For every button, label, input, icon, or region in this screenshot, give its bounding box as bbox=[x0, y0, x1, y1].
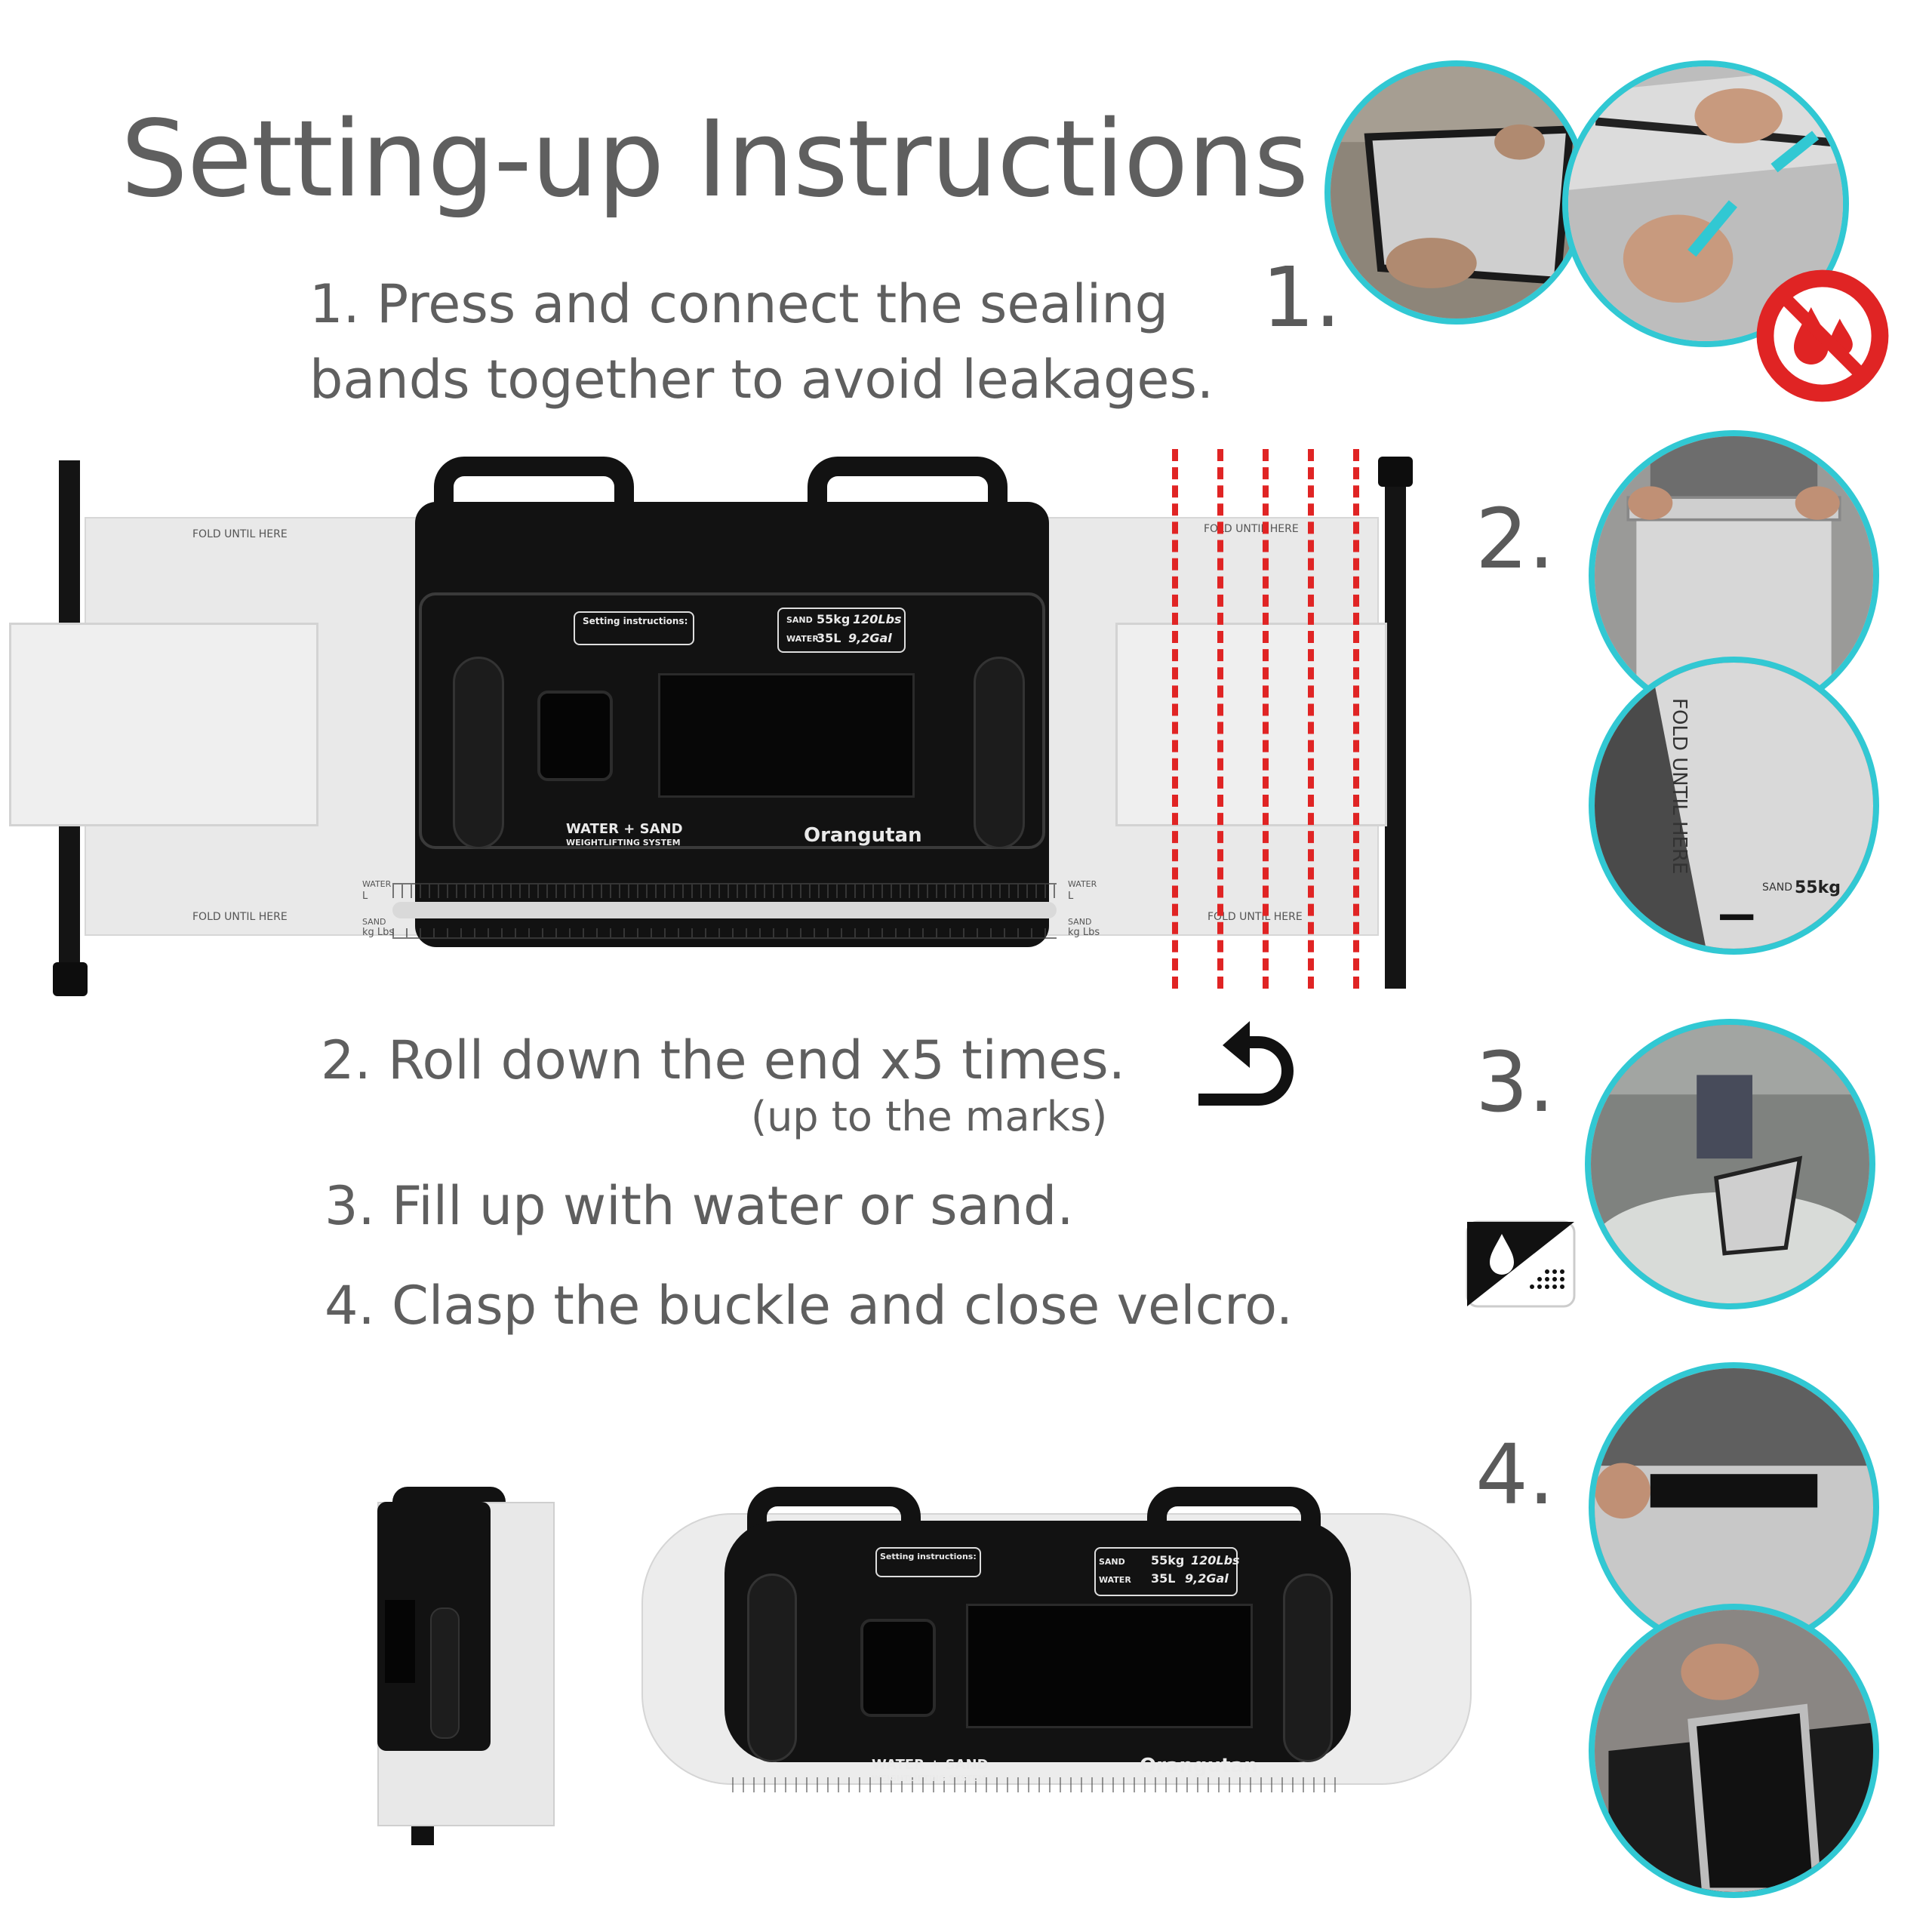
right-side-grip bbox=[974, 657, 1025, 849]
right-buckle bbox=[1378, 457, 1413, 487]
rolled-brand-logo: Orangutan bbox=[1140, 1755, 1258, 1777]
left-buckle bbox=[53, 962, 88, 996]
capacity-box bbox=[777, 608, 906, 653]
rolled-setting-instructions: Setting instructions: bbox=[880, 1552, 977, 1561]
setting-instructions-label: Setting instructions: bbox=[583, 616, 688, 626]
detail-sand-value: 55kg bbox=[1795, 878, 1841, 897]
scale-sand-unit-right: kg Lbs bbox=[1068, 927, 1100, 938]
right-velcro-flap bbox=[1115, 623, 1387, 826]
brand-logo: Orangutan bbox=[804, 824, 922, 847]
capacity-water-label: WATER bbox=[786, 634, 819, 644]
step4-text: 4. Clasp the buckle and close velcro. bbox=[325, 1275, 1294, 1337]
step1-text-line2: bands together to avoid leakages. bbox=[309, 349, 1214, 411]
step2-text: 2. Roll down the end x5 times. bbox=[321, 1029, 1125, 1091]
step1-text-line1: 1. Press and connect the sealing bbox=[309, 273, 1169, 335]
phone-holder bbox=[537, 691, 613, 781]
scale-water-unit-left: L bbox=[362, 891, 368, 902]
rolled-product-line1: WATER + SAND bbox=[872, 1757, 989, 1773]
capacity-sand-value: 55kg bbox=[817, 612, 851, 626]
rolled-water-value: 35L bbox=[1151, 1571, 1176, 1586]
scale-water-unit-right: L bbox=[1068, 891, 1074, 902]
rolled-sand-value: 55kg bbox=[1151, 1553, 1185, 1567]
rolled-product-line2: WEIGHTLIFTING SYSTEM bbox=[872, 1774, 986, 1783]
left-side-grip bbox=[453, 657, 504, 849]
fold-mark-line-2 bbox=[1217, 449, 1223, 989]
right-strap bbox=[1385, 460, 1406, 989]
fold-label-bottom-left: FOLD UNTIL HERE bbox=[192, 911, 288, 923]
product-line2: WEIGHTLIFTING SYSTEM bbox=[566, 838, 681, 848]
fold-label-bottom-right: FOLD UNTIL HERE bbox=[1208, 911, 1303, 923]
capacity-sand-label: SAND bbox=[786, 615, 813, 625]
bag-side-view bbox=[377, 1479, 577, 1849]
detail-fold-label: FOLD UNTIL HERE bbox=[1668, 698, 1690, 875]
fold-mark-line-1 bbox=[1172, 449, 1178, 989]
page-title: Setting-up Instructions bbox=[121, 98, 1309, 221]
capacity-sand-lbs: 120Lbs bbox=[853, 612, 902, 626]
scale-sand-unit-left: kg Lbs bbox=[362, 927, 395, 938]
step-number-1: 1. bbox=[1262, 249, 1341, 346]
rolled-sand-label: SAND bbox=[1099, 1557, 1125, 1567]
scale-water-label-left: WATER bbox=[362, 879, 392, 889]
fold-label-top-left: FOLD UNTIL HERE bbox=[192, 528, 288, 540]
capacity-water-gal: 9,2Gal bbox=[848, 631, 892, 645]
fold-mark-line-5 bbox=[1353, 449, 1359, 989]
scale-water-label-right: WATER bbox=[1068, 879, 1097, 889]
step1-photo-open-seal bbox=[1324, 60, 1589, 325]
rolled-sand-lbs: 120Lbs bbox=[1191, 1553, 1240, 1567]
step3-text: 3. Fill up with water or sand. bbox=[325, 1175, 1074, 1237]
step4-photo-velcro bbox=[1589, 1604, 1879, 1898]
weight-scale bbox=[392, 928, 1057, 939]
velcro-patch bbox=[658, 673, 915, 798]
capacity-water-value: 35L bbox=[817, 631, 841, 645]
panel-outline bbox=[419, 592, 1045, 849]
fold-mark-line-4 bbox=[1308, 449, 1314, 989]
scale-window bbox=[392, 902, 1057, 918]
no-leak-icon bbox=[1751, 264, 1894, 408]
detail-sand-label: SAND bbox=[1762, 881, 1792, 894]
step3-photo-filling bbox=[1585, 1019, 1875, 1309]
step2-photo-fold-mark bbox=[1589, 657, 1879, 955]
step-number-2: 2. bbox=[1475, 491, 1555, 587]
step2-note: (up to the marks) bbox=[751, 1093, 1108, 1140]
setting-instructions-box bbox=[574, 611, 694, 645]
scale-sand-label-left: SAND bbox=[362, 917, 386, 927]
step-number-3: 3. bbox=[1475, 1034, 1555, 1131]
left-velcro-flap bbox=[9, 623, 318, 826]
fold-label-top-right: FOLD UNTIL HERE bbox=[1204, 523, 1299, 535]
rolled-water-label: WATER bbox=[1099, 1575, 1131, 1585]
roll-arrow-icon bbox=[1192, 1015, 1306, 1113]
water-sand-icon bbox=[1464, 1219, 1577, 1309]
rolled-water-gal: 9,2Gal bbox=[1185, 1571, 1229, 1586]
bag-rolled-view bbox=[641, 1460, 1472, 1815]
volume-scale bbox=[392, 883, 1057, 898]
fold-mark-line-3 bbox=[1263, 449, 1269, 989]
step1-photo-press-seal bbox=[1562, 60, 1849, 347]
step-number-4: 4. bbox=[1475, 1426, 1555, 1523]
scale-sand-label-right: SAND bbox=[1068, 917, 1092, 927]
product-line1: WATER + SAND bbox=[566, 821, 683, 837]
